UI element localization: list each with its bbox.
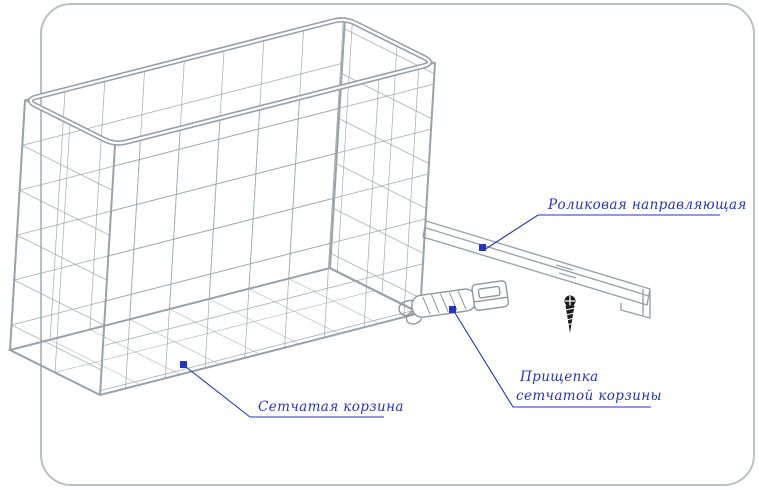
clip-head-line xyxy=(473,296,508,303)
basket-marker xyxy=(180,361,187,368)
wire-basket xyxy=(7,16,436,397)
clip-leader xyxy=(454,312,651,408)
screw-head-slots xyxy=(565,296,575,306)
screw xyxy=(564,295,576,333)
clip-label-line2: сетчатой корзины xyxy=(516,388,662,404)
rail-label: Роликовая направляющая xyxy=(547,197,747,213)
clip-marker xyxy=(449,306,456,313)
clip-prong-bottom xyxy=(405,309,423,325)
rail-inner-line xyxy=(425,227,650,297)
screw-threads xyxy=(564,307,576,326)
leader-lines xyxy=(185,214,720,418)
basket-label: Сетчатая корзина xyxy=(258,399,404,415)
clip-prong-top xyxy=(398,299,416,317)
rail-leader xyxy=(483,214,720,251)
labels: Роликовая направляющая Сетчатая корзина … xyxy=(258,197,747,415)
basket-clip xyxy=(398,280,510,325)
basket-corner-wires xyxy=(9,17,436,396)
basket-leader xyxy=(185,366,384,418)
clip-head xyxy=(471,280,510,312)
rail-slots xyxy=(555,264,577,279)
clip-label-line1: Прищепка xyxy=(519,369,599,385)
callout-markers xyxy=(180,244,486,368)
rail-marker xyxy=(479,244,486,251)
clip-ribs xyxy=(422,290,467,315)
basket-rim-highlight xyxy=(29,18,431,145)
rail-end-tab xyxy=(620,291,651,319)
clip-head-slot xyxy=(477,285,501,299)
